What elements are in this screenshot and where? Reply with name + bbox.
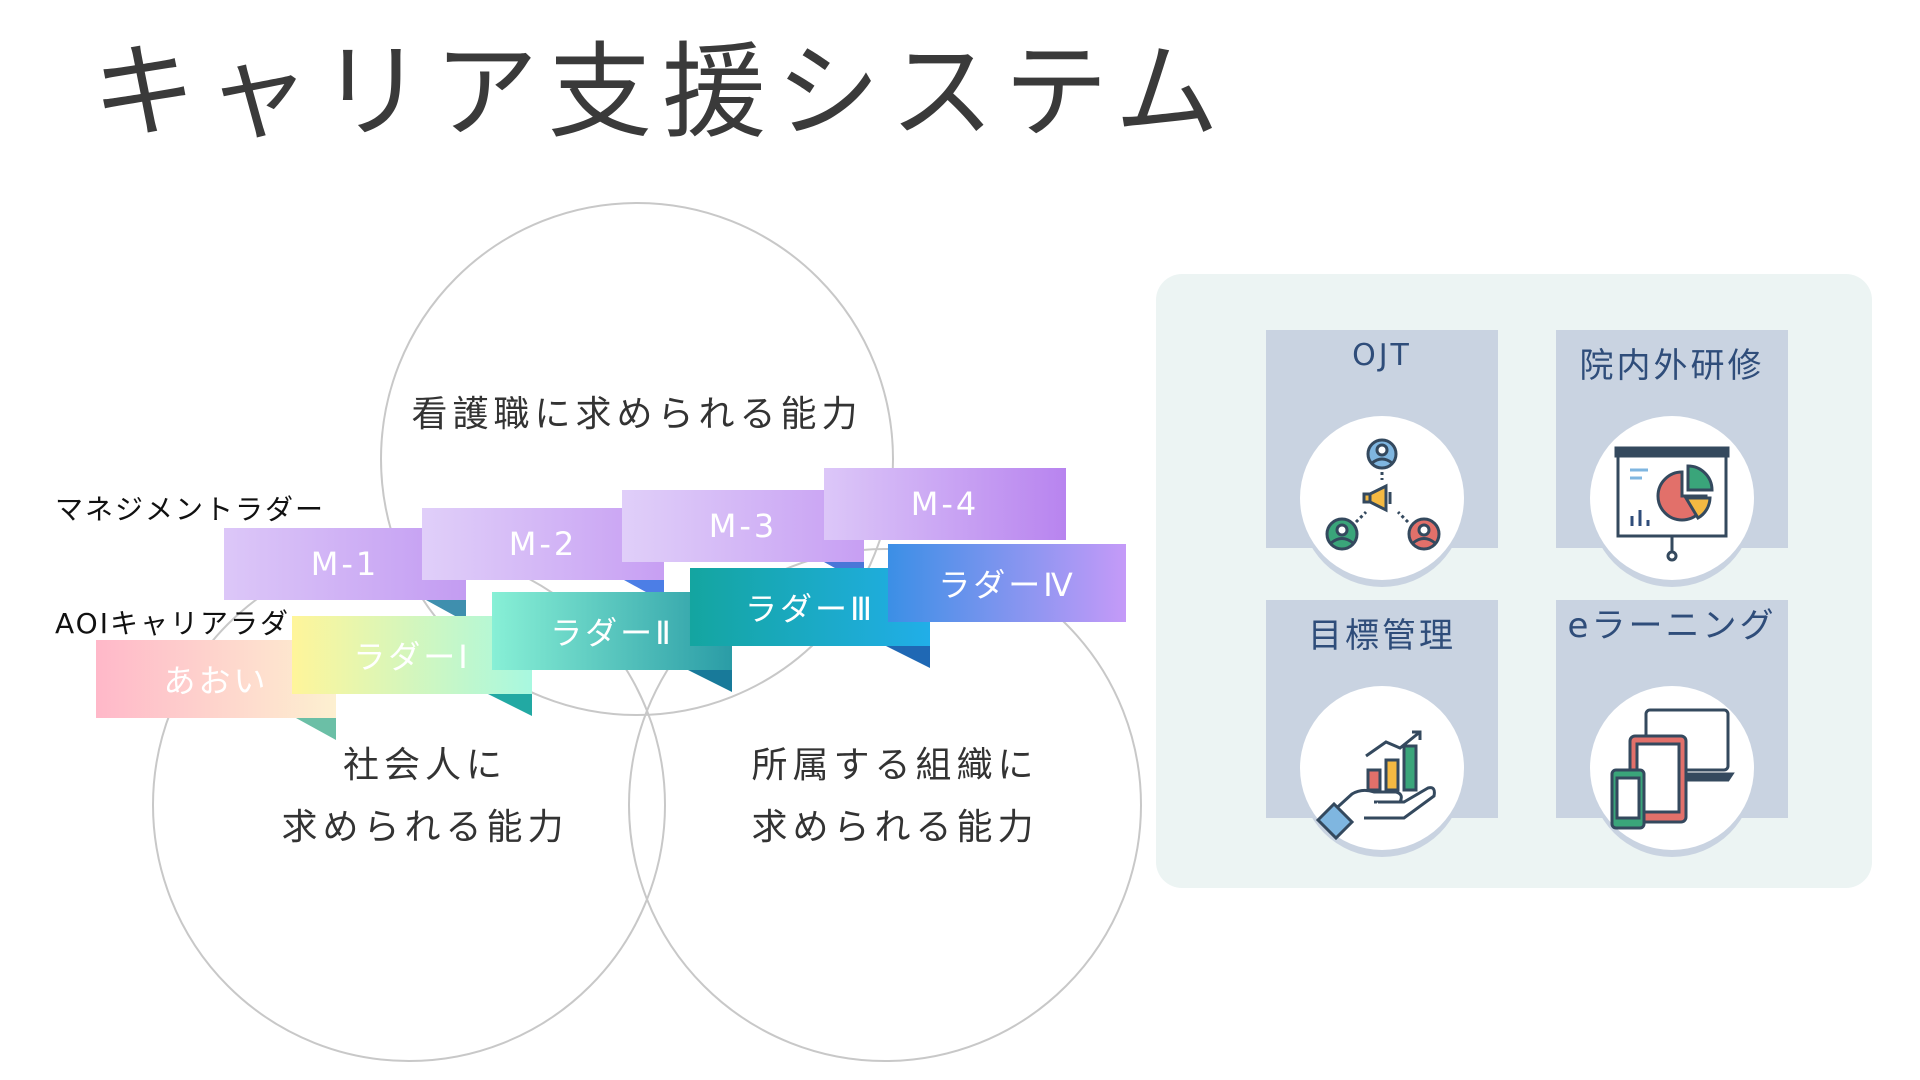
- page-title: キャリア支援システム: [92, 31, 1229, 153]
- management-ribbon-m4: M-4: [824, 468, 1066, 540]
- venn-circle-right: [628, 548, 1142, 1062]
- venn-label-right: 所属する組織に 求められる能力: [680, 735, 1110, 859]
- presentation-chart-icon: [1590, 416, 1754, 580]
- growth-hand-icon: [1300, 686, 1464, 850]
- support-panel: OJT 院内外研修: [1156, 274, 1872, 888]
- venn-label-left: 社会人に 求められる能力: [210, 735, 640, 859]
- management-ribbon-m2-label: M-2: [508, 525, 578, 563]
- venn-label-top: 看護職に求められる能力: [380, 384, 894, 446]
- venn-label-left-line1: 社会人に: [342, 745, 507, 786]
- support-card-ojt-title: OJT: [1352, 338, 1412, 373]
- aoi-ladder-label: AOIキャリアラダー: [55, 607, 320, 640]
- venn-label-right-line1: 所属する組織に: [751, 745, 1039, 786]
- management-ribbon-m3: M-3: [622, 490, 864, 584]
- venn-label-right-line2: 求められる能力: [751, 807, 1039, 848]
- management-ribbon-m3-label: M-3: [708, 507, 778, 545]
- aoi-ribbon-ladder-3-label: ラダーⅢ: [744, 590, 876, 628]
- venn-label-top-text: 看護職に求められる能力: [411, 394, 863, 435]
- aoi-ribbon-ladder-4-label: ラダーⅣ: [938, 566, 1076, 604]
- aoi-ribbon-aoi-label: あおい: [163, 662, 269, 700]
- aoi-ribbon-ladder-3: ラダーⅢ: [690, 568, 930, 668]
- management-ribbon-m4-label: M-4: [910, 485, 980, 523]
- support-card-training-title: 院内外研修: [1579, 346, 1765, 386]
- management-ladder-label: マネジメントラダー: [55, 493, 326, 526]
- aoi-ribbon-ladder-2-label: ラダーⅡ: [550, 614, 674, 652]
- management-ribbon-m1-label: M-1: [310, 545, 380, 583]
- support-card-elearning-title: eラーニング: [1567, 606, 1777, 646]
- venn-label-left-line2: 求められる能力: [281, 807, 569, 848]
- aoi-ribbon-ladder-1-label: ラダーⅠ: [353, 638, 471, 676]
- devices-icon: [1590, 686, 1754, 850]
- aoi-ribbon-ladder-4: ラダーⅣ: [888, 544, 1126, 622]
- support-card-goal-title: 目標管理: [1308, 616, 1456, 656]
- team-megaphone-icon: [1300, 416, 1464, 580]
